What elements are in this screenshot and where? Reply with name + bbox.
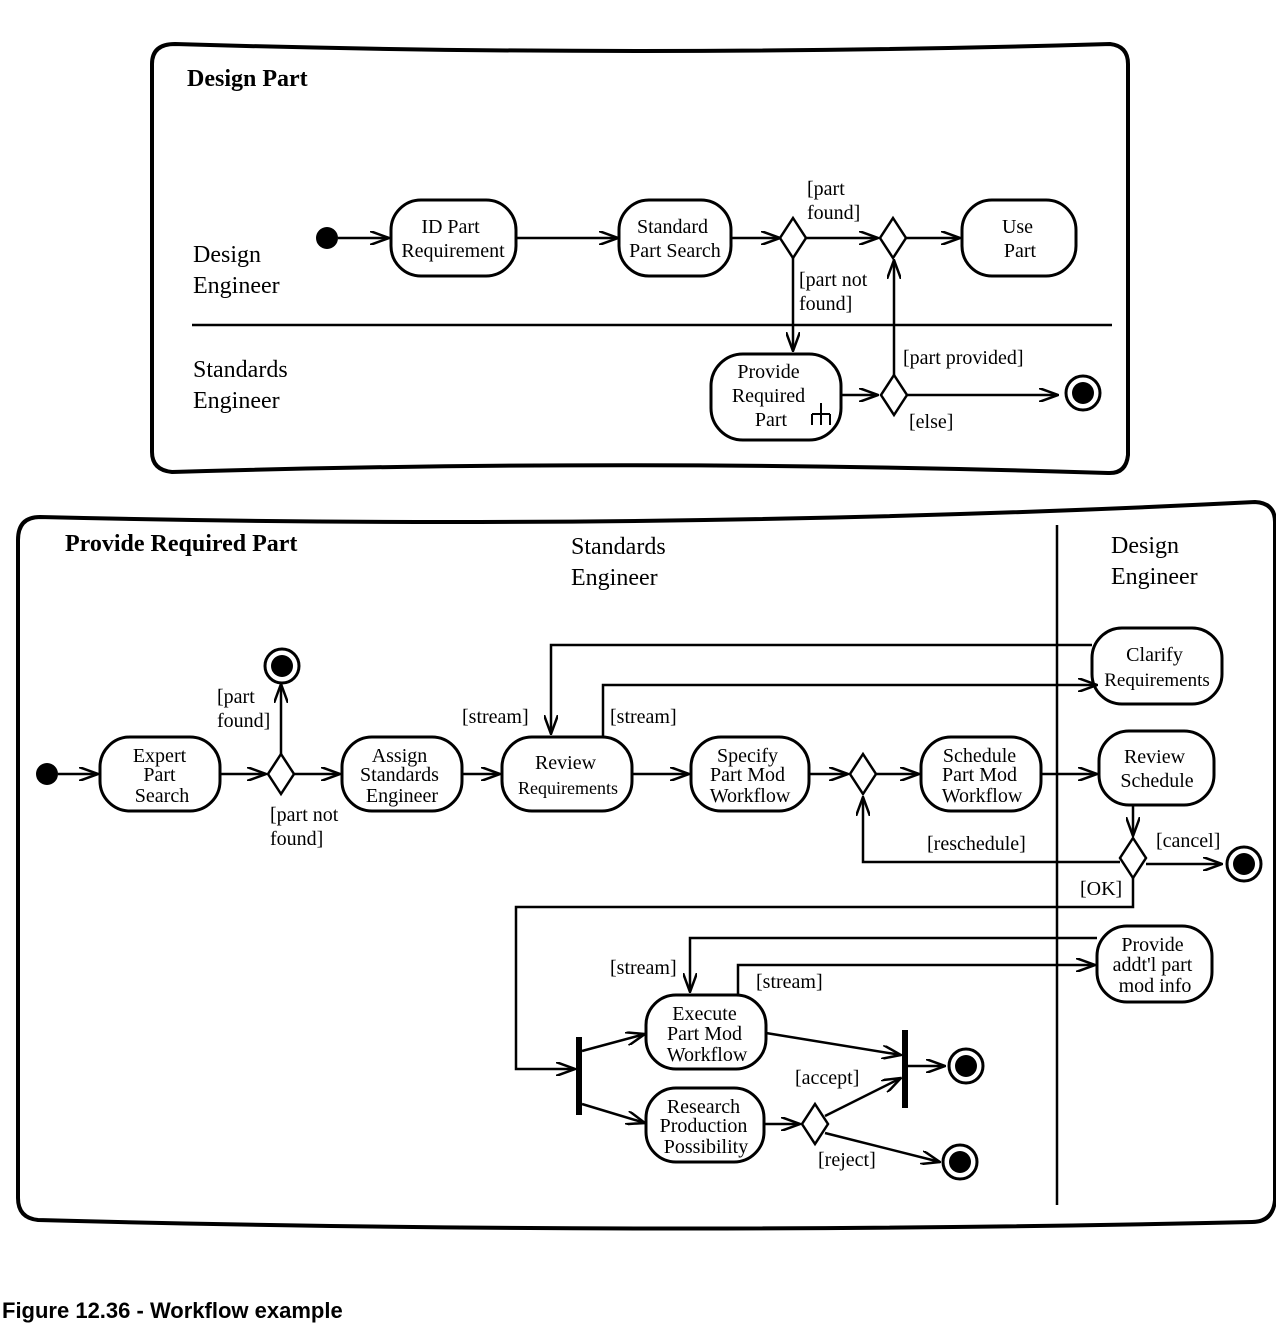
merge-reschedule — [848, 751, 878, 797]
svg-text:Clarify Requirements: Clarify Requirements — [1104, 644, 1210, 691]
decision-accept-reject — [800, 1101, 830, 1147]
provide-part-title: Provide Required Part — [65, 531, 297, 557]
decision-part-provided — [879, 372, 909, 418]
action-provide-addtl-part-mod-info — [1095, 924, 1214, 1004]
action-review-requirements — [500, 735, 634, 813]
action-execute-part-mod-workflow — [644, 993, 768, 1071]
svg-text:Schedule Part Mod: Schedule Part Mod Workflow — [942, 745, 1023, 807]
svg-text:Execute Part Mod W: Execute Part Mod Workflow — [667, 1003, 748, 1066]
decision-part-found — [778, 215, 808, 261]
action-provide-required-part — [709, 352, 843, 442]
svg-text:Provide Required P: Provide Required Part — [732, 361, 810, 431]
lane-label-design-engineer: Design Engineer — [193, 242, 280, 299]
svg-text:Expert Part Search: Expert Part Search — [133, 745, 191, 807]
guard-part-not-found-2: [part not found] — [270, 804, 343, 850]
initial-node — [316, 227, 338, 249]
action-review-schedule — [1097, 729, 1216, 807]
lane-label-standards-engineer: Standards Engineer — [193, 357, 294, 414]
initial-node-2 — [36, 763, 58, 785]
action-use-part — [960, 198, 1078, 278]
figure-caption: Figure 12.36 - Workflow example — [2, 1298, 343, 1323]
rake-icon — [811, 403, 831, 425]
guard-stream-3: [stream] — [610, 957, 677, 979]
design-part-frame — [150, 41, 1130, 476]
svg-text:Review Requirements: Review Requirements — [518, 752, 618, 798]
action-id-part-requirement — [389, 198, 518, 278]
lane-label-design-engineer-2: Design Engineer — [1111, 533, 1198, 590]
svg-text:ID Part Requirement: ID Part Requirement — [401, 216, 505, 262]
action-clarify-requirements — [1090, 626, 1224, 706]
fork-bar — [576, 1037, 582, 1115]
provide-required-part-diagram: Provide Required Part Standards Engineer… — [16, 499, 1276, 1231]
guard-stream-1: [stream] — [462, 706, 529, 728]
final-node-join — [947, 1047, 985, 1085]
guard-stream-4: [stream] — [756, 971, 823, 993]
guard-stream-2: [stream] — [610, 706, 677, 728]
join-bar — [902, 1030, 908, 1108]
design-part-title: Design Part — [187, 66, 308, 92]
guard-ok: [OK] — [1080, 878, 1122, 900]
svg-text:Provide addt'l part: Provide addt'l part mod info — [1113, 934, 1198, 997]
guard-accept: [accept] — [795, 1067, 859, 1089]
svg-text:Use Part: Use Part — [1002, 216, 1038, 262]
final-node-part-found — [263, 647, 301, 685]
lane-label-standards-engineer-2: Standards Engineer — [571, 534, 672, 591]
svg-text:Specify Part Mod W: Specify Part Mod Workflow — [710, 745, 791, 807]
guard-cancel: [cancel] — [1156, 830, 1220, 852]
guard-part-found-2: [part found] — [217, 686, 270, 732]
action-standard-part-search — [617, 198, 733, 278]
svg-text:Review Schedule: Review Schedule — [1120, 746, 1193, 792]
svg-text:Research Production: Research Production Possibility — [660, 1096, 753, 1158]
design-part-diagram: Design Part Design Engineer Standards En… — [150, 41, 1130, 476]
guard-part-found: [part found] — [807, 178, 860, 224]
guard-reject: [reject] — [818, 1149, 876, 1171]
final-node-reject — [941, 1143, 979, 1181]
final-node-cancel — [1225, 845, 1263, 883]
svg-text:Assign Standards E: Assign Standards Engineer — [360, 745, 444, 807]
guard-part-provided: [part provided] — [903, 347, 1024, 369]
decision-part-found-2 — [266, 751, 296, 797]
provide-part-frame — [16, 499, 1276, 1231]
final-node — [1064, 374, 1102, 412]
merge-node — [878, 215, 908, 261]
svg-text:Standard Part Search: Standard Part Search — [629, 216, 721, 262]
decision-review-schedule — [1118, 835, 1148, 881]
guard-reschedule: [reschedule] — [927, 833, 1026, 855]
guard-else: [else] — [909, 411, 953, 433]
guard-part-not-found: [part not found] — [799, 269, 872, 315]
